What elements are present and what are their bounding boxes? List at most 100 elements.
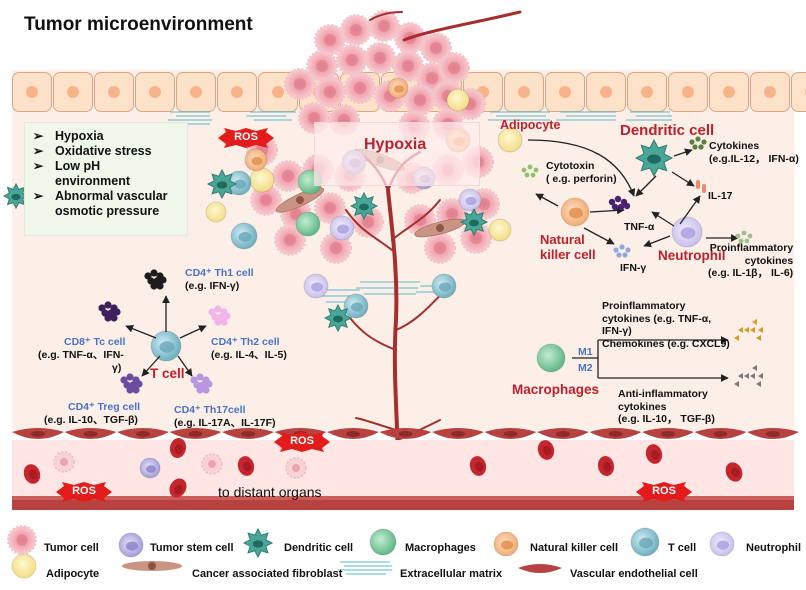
tumor-cell [438,52,470,84]
ros-badge: ROS [274,432,330,452]
red-blood-cell [169,438,187,458]
tc-cytokine-icon [98,301,121,322]
epithelial-cell [504,72,544,112]
scattered-immune-cells [2,77,703,373]
dendritic-cell-label: Dendritic cell [620,122,715,139]
legend-item-tumor-cell: Tumor cell [44,542,99,554]
neutrophil-label: Neutrophil [658,248,726,263]
legend-item-fibroblast: Cancer associated fibroblast [192,568,343,580]
il17-icon [696,180,706,193]
endothelial-cell [747,428,799,439]
legend-item-extracellular-matrix: Extracellular matrix [400,568,503,580]
neutrophil [671,216,703,248]
bullet-arrow-icon [33,204,43,219]
figure-title: Tumor microenvironment [24,14,253,35]
il17-label: IL-17 [708,190,733,202]
red-blood-cell [469,456,487,476]
th2-cell-label: CD4⁺ Th2 cell [211,336,280,348]
tumor-cell [320,232,352,264]
red-blood-cell [597,456,615,476]
legend-item-adipocyte: Adipocyte [46,568,100,580]
tumor-cell [404,84,436,116]
dendritic-cell [349,191,379,221]
circulating-tumor-cell [53,451,75,473]
tumor-cell [420,32,452,64]
epithelial-cell [53,72,93,112]
red-blood-cell [537,440,555,460]
macrophage [295,211,321,237]
extracellular-matrix [338,561,392,575]
legend-item-dendritic-cell: Dendritic cell [284,542,354,554]
m2-product-icon [734,365,763,387]
circulating-cells [23,438,743,498]
red-blood-cell [23,464,41,484]
endothelial-cell [537,428,589,439]
legend-item-natural-killer-cell: Natural killer cell [530,542,619,554]
dendritic-cell [459,207,489,237]
treg-cytokine-icon [120,373,143,394]
tumor-cell [368,10,400,42]
epithelial-cell [176,72,216,112]
red-blood-cell [725,462,743,482]
legend-icons [7,525,735,579]
t-cell [343,293,369,319]
neutrophil [709,531,735,557]
epithelial-cell [668,72,708,112]
endothelial-cell [327,428,379,439]
condition-line: ➢Abnormal vascular [33,189,168,203]
th17-example: (e.g. IL-17A、IL-17F) [174,417,276,429]
natural-killer-cell [387,77,409,99]
tumor-cell [424,232,456,264]
tnf-alpha-icon [608,195,631,211]
th2-cytokine-icon [208,305,231,326]
proinflammatory-cytokine-icon [735,230,753,244]
epithelial-cell [709,72,749,112]
condition-line: ➢Low pH [33,159,101,173]
dc-cytokines-label: Cytokines(e.g.IL-12， IFN-α) [709,140,799,165]
cytokine-clusters [98,136,763,394]
circulating-tumor-cell [201,453,223,475]
endothelial-cell [484,428,537,439]
bullet-arrow-icon: ➢ [33,144,44,158]
dendritic-cell [634,138,674,178]
th17-cell-label: CD4⁺ Th17cell [174,404,246,416]
endothelial-cell [432,428,484,439]
epithelial-cell [217,72,257,112]
vessel-endothelium [12,428,799,439]
tc-example-cont: γ) [112,362,122,374]
cytokine-cluster-icon [689,136,707,150]
tumor-cell [306,50,338,82]
th1-cell-label: CD4⁺ Th1 cell [185,267,254,279]
dendritic-cell [206,168,238,200]
ros-badge: ROS [218,128,274,148]
tumor-stem-cell [118,532,144,558]
natural-killer-cell [493,531,519,557]
tumor-cell [352,206,384,238]
legend-item-t-cell: T cell [668,542,697,554]
bullet-arrow-icon: ➢ [33,129,44,143]
bullet-arrow-icon: ➢ [33,159,44,173]
th2-example: (e.g. IL-4、IL-5) [211,349,287,361]
condition-line: ➢Hypoxia [33,129,104,143]
distant-organs-label: to distant organs [218,484,322,500]
macrophage [536,343,566,373]
legend: Tumor cell Tumor stem cell Dendritic cel… [0,516,806,590]
bullet-arrow-icon: ➢ [33,189,44,203]
t-cell [630,527,660,557]
adipocyte [446,88,470,112]
endothelial-cell [222,428,274,439]
m2-label: M2 [578,362,593,374]
t-cell-arrows [125,295,207,377]
endothelial-cell [518,564,562,573]
epithelial-cell [586,72,626,112]
tumor-stem-cell [139,457,161,479]
tumor-cell [274,224,306,256]
ifn-gamma-icon [613,244,631,258]
ifn-gamma-icon [144,269,167,290]
macrophage-arrows [572,336,729,382]
tumor-cell [344,72,376,104]
m1-product-icon [734,319,763,341]
neutrophil [303,273,329,299]
